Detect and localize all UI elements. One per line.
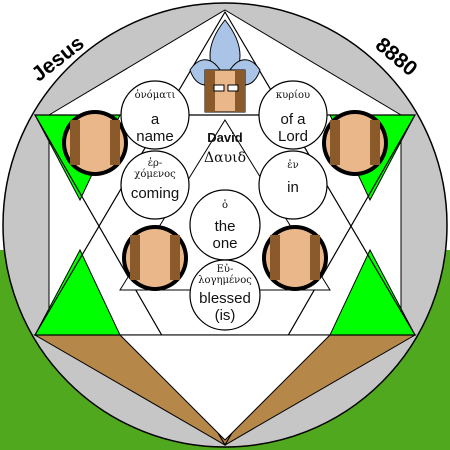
circle-lord-line2: Lord xyxy=(278,128,308,145)
circle-blessed-greek-1: Εὐ- xyxy=(217,264,234,275)
circle-lord-line1: of a xyxy=(280,111,306,128)
circle-coming-greek-1: ἐρ- xyxy=(148,158,163,169)
bottom-white-triangle xyxy=(118,334,332,441)
circle-the-one: ὁ the one xyxy=(189,189,261,261)
circle-name: ὀνόματι a name xyxy=(120,80,190,150)
circle-name-greek: ὀνόματι xyxy=(135,90,176,101)
face-top-icon xyxy=(204,69,246,113)
circle-coming: ἐρ- χόμενος coming xyxy=(120,150,190,220)
face-left-lower-icon xyxy=(122,225,188,291)
circle-the-one-greek: ὁ xyxy=(222,200,228,211)
circle-coming-line1: coming xyxy=(131,185,179,202)
circle-lord: κυρίου of a Lord xyxy=(258,80,328,150)
circle-in: ἐν in xyxy=(258,150,328,220)
face-right-lower-icon xyxy=(262,225,328,291)
center-david-greek: Δαυιδ xyxy=(204,150,246,166)
face-right-upper-icon xyxy=(322,110,388,176)
circle-blessed-greek-2: λογημένος xyxy=(198,275,252,286)
circle-in-line1: in xyxy=(287,179,299,196)
circle-coming-greek-2: χόμενος xyxy=(134,169,176,180)
circle-in-greek: ἐν xyxy=(287,160,298,171)
circle-blessed-line2: (is) xyxy=(215,307,236,324)
circle-blessed-line1: blessed xyxy=(199,290,251,307)
circle-the-one-line2: one xyxy=(212,235,237,252)
face-left-upper-icon xyxy=(62,110,128,176)
circle-blessed: Εὐ- λογημένος blessed (is) xyxy=(189,259,261,331)
center-david-english: David xyxy=(207,130,242,145)
circle-lord-greek: κυρίου xyxy=(276,90,310,101)
circle-the-one-line1: the xyxy=(215,218,236,235)
circle-name-line2: name xyxy=(136,128,174,145)
circle-name-line1: a xyxy=(151,111,160,128)
